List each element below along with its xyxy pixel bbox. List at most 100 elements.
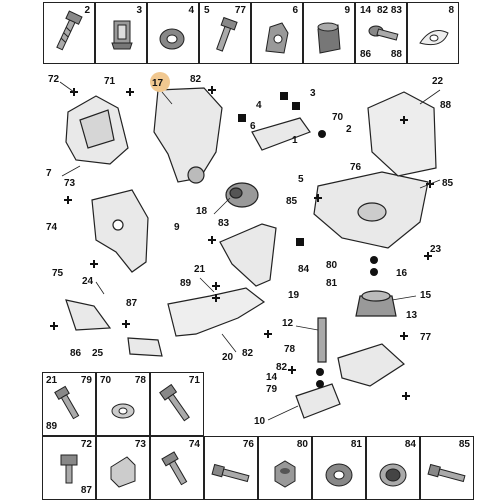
- subframe-drawing: [313, 171, 429, 249]
- callout: 76: [350, 162, 362, 173]
- part-cell-5-77[interactable]: 5 77: [199, 2, 251, 64]
- part-cell-73[interactable]: 73: [96, 436, 150, 500]
- callout: 6: [250, 121, 256, 132]
- nut-icon: [379, 463, 407, 487]
- callout: 12: [282, 318, 294, 329]
- callout: 13: [406, 310, 418, 321]
- engine-bracket-drawing: [65, 95, 129, 165]
- bolt-icon: [427, 463, 466, 483]
- stud-drawing: [317, 317, 327, 363]
- part-number: 73: [134, 439, 146, 450]
- part-cell-80[interactable]: 80: [258, 436, 312, 500]
- callout: 5: [298, 174, 304, 185]
- part-cell-6[interactable]: 6: [251, 2, 303, 64]
- callout: 88: [440, 100, 452, 111]
- bolt-icon: [56, 10, 83, 51]
- callout: 72: [48, 74, 60, 85]
- callout: 19: [288, 290, 300, 301]
- part-cell-74[interactable]: 74: [150, 436, 204, 500]
- part-cell-81[interactable]: 81: [312, 436, 366, 500]
- part-cell-9[interactable]: 9: [303, 2, 355, 64]
- mount-plate-drawing: [337, 343, 405, 387]
- callout: 21: [194, 264, 206, 275]
- part-cell-2[interactable]: 2: [43, 2, 95, 64]
- clip-icon: [110, 456, 136, 488]
- part-cell-84[interactable]: 84: [366, 436, 420, 500]
- part-number: 21: [46, 375, 58, 386]
- callout: 80: [326, 260, 338, 271]
- callout: 3: [310, 88, 316, 99]
- bushing-icon: [317, 22, 341, 54]
- callout: 23: [430, 244, 442, 255]
- bracket-clip-icon: [265, 22, 289, 54]
- bolt-icon: [159, 383, 190, 422]
- part-cell-14-82-83[interactable]: 14 82 83 86 88: [355, 2, 407, 64]
- callout: 20: [222, 352, 234, 363]
- part-number: 74: [188, 439, 200, 450]
- part-number: 85: [458, 439, 470, 450]
- part-cell-8[interactable]: 8: [407, 2, 459, 64]
- callout: 10: [254, 416, 266, 427]
- callout: 83: [218, 218, 230, 229]
- callout: 18: [196, 206, 208, 217]
- part-number: 9: [344, 5, 350, 16]
- part-number: 8: [448, 5, 454, 16]
- part-number: 2: [84, 5, 90, 16]
- highlight-17: [150, 72, 170, 92]
- callout: 2: [346, 124, 352, 135]
- clip-plate-drawing: [65, 299, 163, 357]
- part-number: 3: [136, 5, 142, 16]
- part-number: 84: [404, 439, 416, 450]
- callout: 84: [298, 264, 310, 275]
- rubber-mount-drawing: [355, 290, 397, 317]
- gearbox-bracket-drawing: [153, 87, 223, 184]
- leader-lines: [59, 81, 441, 421]
- part-number: 70: [100, 375, 112, 386]
- callout: 78: [284, 344, 296, 355]
- part-number: 72: [80, 439, 92, 450]
- part-number: 80: [296, 439, 308, 450]
- callout: 7: [46, 168, 52, 179]
- part-number: 71: [188, 375, 200, 386]
- callout: 17: [152, 78, 164, 89]
- callout: 22: [432, 76, 444, 87]
- callout: 9: [174, 222, 180, 233]
- callout: 87: [126, 298, 138, 309]
- callout: 75: [52, 268, 64, 279]
- stud-nut-icon: [111, 20, 133, 50]
- part-number: 82: [377, 5, 389, 16]
- part-cell-3[interactable]: 3: [95, 2, 147, 64]
- part-number: 77: [234, 5, 246, 16]
- callout: 74: [46, 222, 58, 233]
- callout: 86: [70, 348, 82, 359]
- part-number: 6: [292, 5, 298, 16]
- callout: 14: [266, 372, 278, 383]
- marker-symbols: [50, 86, 434, 400]
- part-cell-85[interactable]: 85: [420, 436, 474, 500]
- part-cell-76[interactable]: 76: [204, 436, 258, 500]
- part-cell-4[interactable]: 4: [147, 2, 199, 64]
- bolt-icon: [216, 16, 238, 52]
- part-number: 5: [204, 5, 210, 16]
- part-cell-72-87[interactable]: 72 87: [42, 436, 96, 500]
- callout: 25: [92, 348, 104, 359]
- part-cell-71[interactable]: 71: [150, 372, 204, 436]
- part-number: 81: [350, 439, 362, 450]
- part-number: 79: [80, 375, 92, 386]
- part-number: 78: [134, 375, 146, 386]
- callout: 15: [420, 290, 432, 301]
- part-number: 76: [242, 439, 254, 450]
- callout: 16: [396, 268, 408, 279]
- callout: 24: [82, 276, 94, 287]
- part-cell-70-78[interactable]: 70 78: [96, 372, 150, 436]
- part-number: 87: [80, 485, 92, 496]
- washer-icon: [325, 463, 353, 487]
- bolt-icon: [211, 463, 250, 483]
- callout: 85: [442, 178, 454, 189]
- silent-block-drawing: [225, 182, 259, 208]
- washer-icon: [159, 28, 185, 50]
- callout: 89: [180, 278, 192, 289]
- part-cell-21-79-89[interactable]: 21 79 89: [42, 372, 96, 436]
- bolt-icon: [161, 451, 188, 486]
